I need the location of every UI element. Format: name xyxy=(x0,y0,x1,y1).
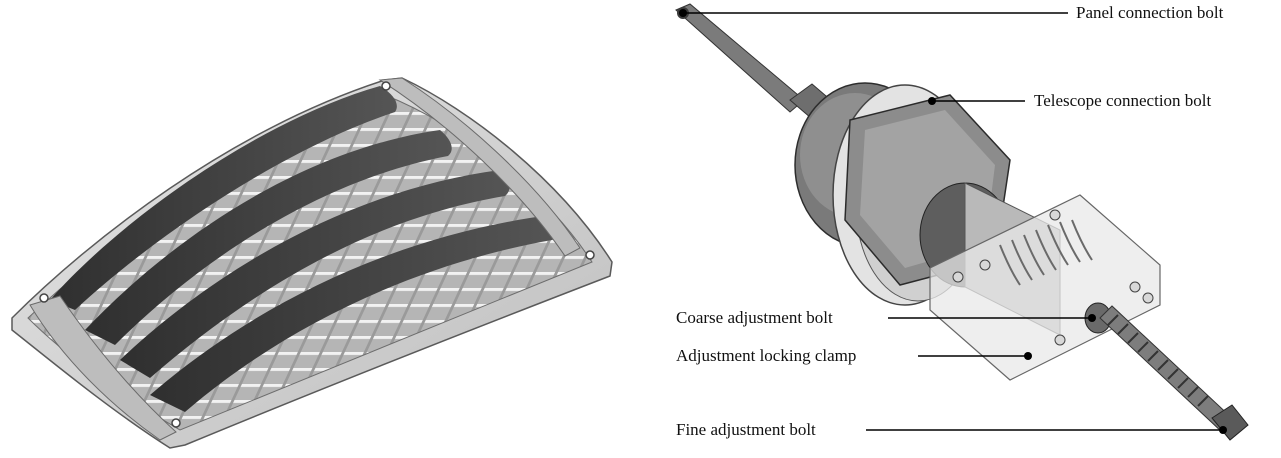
fine-thread-marks xyxy=(1107,314,1209,407)
clamp-bolt-heads xyxy=(952,209,1154,346)
coarse-spring-coils xyxy=(999,219,1093,286)
panel-ribs xyxy=(50,86,558,412)
label-panel-connection-bolt: Panel connection bolt xyxy=(1076,3,1224,22)
panel-mounting-holes xyxy=(39,81,595,428)
leader-line-telescope-connection-bolt xyxy=(928,97,1025,105)
panel-end-supports xyxy=(29,77,581,441)
label-adjustment-locking-clamp: Adjustment locking clamp xyxy=(676,346,857,365)
leader-line-fine-adjustment-bolt xyxy=(866,426,1227,434)
leader-line-coarse-adjustment-bolt xyxy=(888,314,1096,322)
label-telescope-connection-bolt: Telescope connection bolt xyxy=(1034,91,1212,110)
label-fine-adjustment-bolt: Fine adjustment bolt xyxy=(676,420,816,439)
leader-line-panel-connection-bolt xyxy=(679,9,1068,17)
actuator-assembly-illustration xyxy=(675,3,1249,441)
label-coarse-adjustment-bolt: Coarse adjustment bolt xyxy=(676,308,833,327)
leader-line-adjustment-locking-clamp xyxy=(918,352,1032,360)
